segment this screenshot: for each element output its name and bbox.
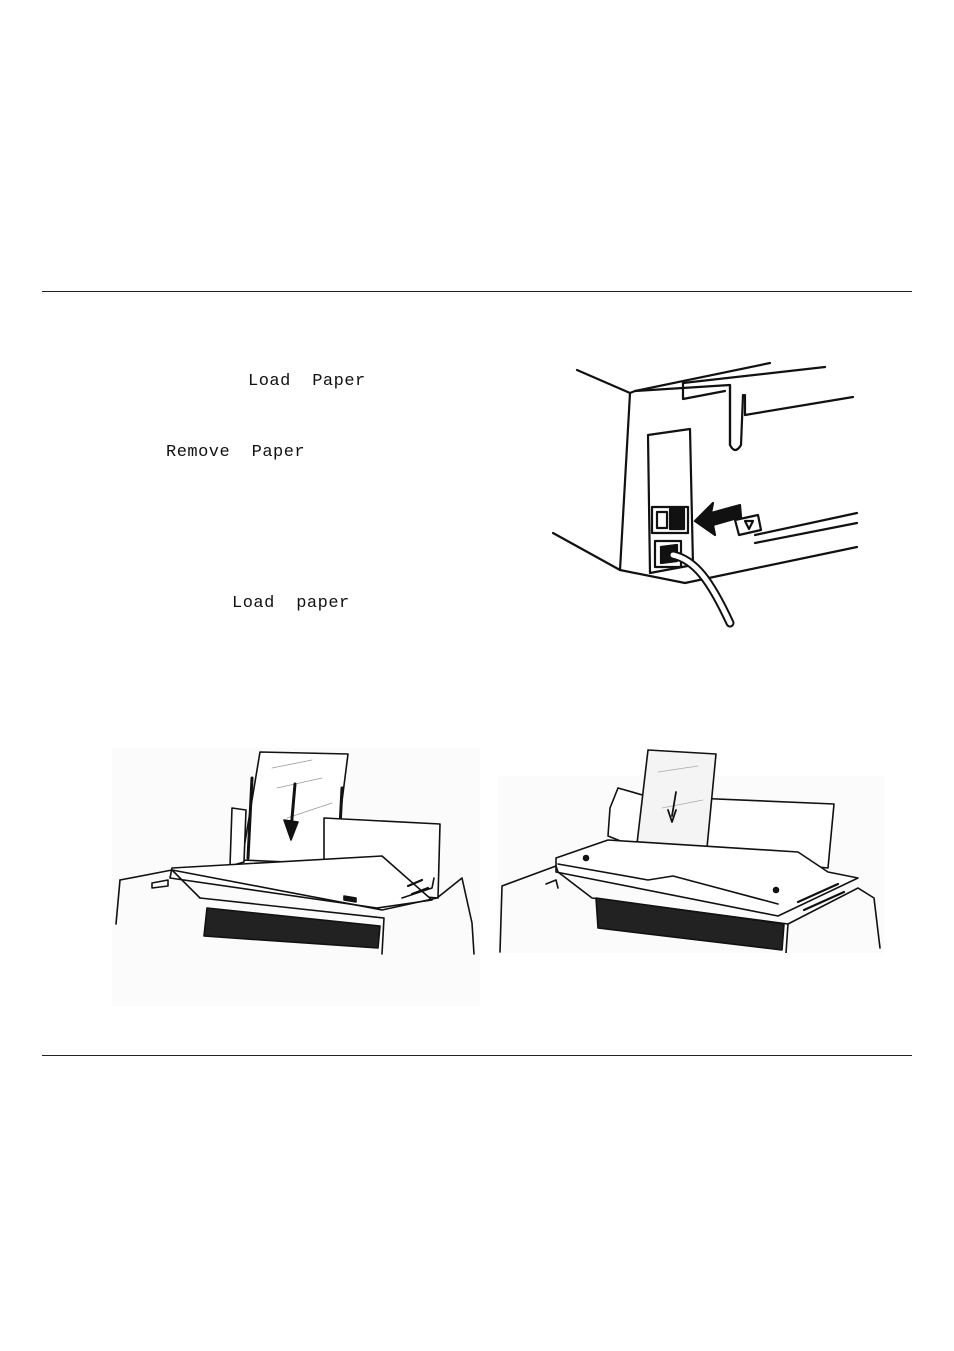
load-paper-label-2: Load paper [232, 594, 350, 613]
printer-load-paper-illustration-right [498, 748, 884, 953]
remove-paper-label: Remove Paper [166, 443, 305, 462]
top-divider [42, 291, 912, 292]
printer-power-switch-illustration [545, 355, 865, 630]
load-paper-label: Load Paper [248, 372, 366, 391]
printer-load-paper-illustration-left [112, 748, 480, 1006]
bottom-divider [42, 1055, 912, 1056]
